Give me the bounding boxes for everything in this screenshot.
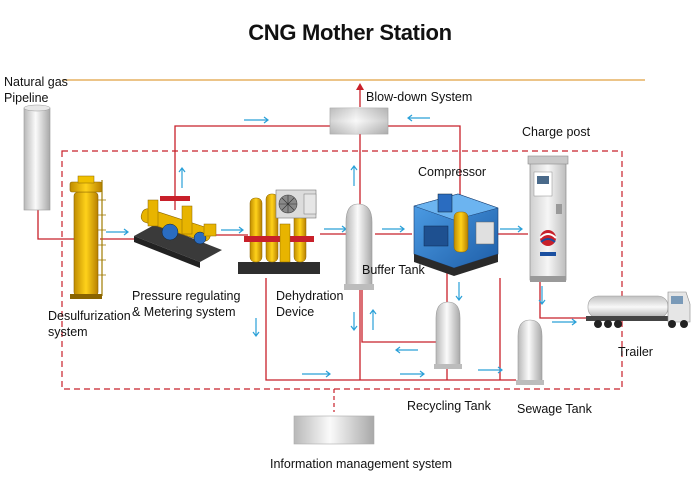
- pressure-regulating-label: Pressure regulating & Metering system: [132, 289, 241, 319]
- blowdown-vessel-icon: [329, 107, 389, 135]
- charge-post-icon: [527, 155, 569, 282]
- recycling-tank-icon: [434, 301, 462, 369]
- buffer-tank-icon: [344, 203, 374, 290]
- trailer-truck-icon: [586, 291, 691, 328]
- flow-arrows: [106, 114, 577, 378]
- blowdown-arrowhead: [356, 83, 364, 90]
- natural-gas-pipeline-label: Natural gas Pipeline: [4, 75, 68, 105]
- sewage-tank-icon: [516, 319, 544, 385]
- pressure-skid-icon: [134, 196, 222, 268]
- info-system-icon: [293, 415, 375, 445]
- flow-arrow-down: [252, 282, 546, 337]
- flow-arrow-right: [106, 116, 577, 378]
- station-boundary: [61, 150, 623, 390]
- compressor-label: Compressor: [418, 165, 487, 179]
- desulfurization-label: Desulfurization system: [48, 309, 131, 339]
- sewage-tank-label: Sewage Tank: [517, 402, 592, 416]
- info-system-label: Information management system: [270, 457, 453, 471]
- trailer-label: Trailer: [618, 345, 653, 359]
- dehydration-label: Dehydration Device: [276, 289, 344, 319]
- pipeline-icon: [23, 104, 51, 211]
- compressor-unit-icon: [413, 193, 499, 276]
- diagram-title: CNG Mother Station: [248, 20, 452, 45]
- blowdown-system-label: Blow-down System: [366, 90, 473, 104]
- charge-post-label: Charge post: [522, 125, 591, 139]
- buffer-tank-label: Buffer Tank: [362, 263, 425, 277]
- flow-arrow-left: [395, 114, 430, 354]
- dehydration-unit-icon: [238, 189, 320, 274]
- desulfurization-tower-icon: [69, 175, 106, 299]
- flow-arrow-up: [178, 165, 377, 330]
- recycling-tank-label: Recycling Tank: [407, 399, 491, 413]
